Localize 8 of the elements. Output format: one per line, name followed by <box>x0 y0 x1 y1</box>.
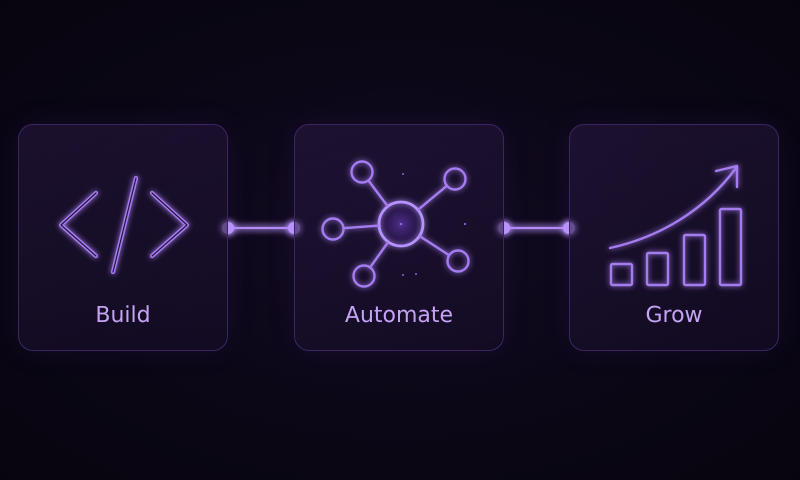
step-card <box>294 124 504 351</box>
step-card <box>569 124 779 351</box>
connector-line <box>498 222 576 234</box>
step-label: Automate <box>344 303 454 329</box>
step-label: Build <box>95 303 151 329</box>
step-card <box>18 124 228 351</box>
connector-line <box>222 222 300 234</box>
step-label: Grow <box>645 303 703 329</box>
